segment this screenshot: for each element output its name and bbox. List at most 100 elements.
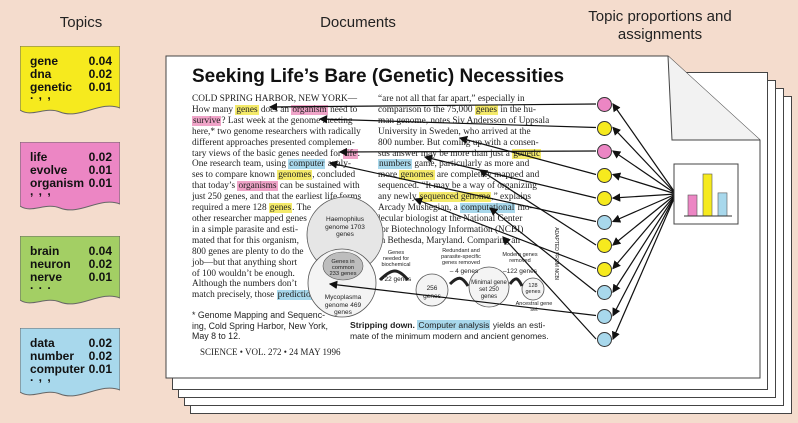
text-line: other researcher mapped genes <box>192 214 361 225</box>
highlighted-word: organism <box>291 104 328 115</box>
text-segment: in a simple parasite and esti- <box>192 224 299 235</box>
topic-word: dna <box>30 67 52 81</box>
text-segment: ,” explains <box>491 192 532 203</box>
word-assignment-arrow <box>318 115 597 129</box>
text-segment: Although the numbers don’t <box>192 279 297 290</box>
text-line: in a simple parasite and esti- <box>192 225 361 236</box>
ancestral-label: Ancestral gene set <box>515 301 553 313</box>
assignment-dot-yellow <box>597 238 612 253</box>
topic-word: evolve <box>30 163 68 177</box>
proportions-header-line1: Topic proportions and <box>588 8 732 25</box>
text-segment: in Bethesda, Maryland. Comparing an <box>378 235 521 246</box>
topic-prob: 0.01 <box>88 362 112 376</box>
text-line: ses to compare known genomes, concluded <box>192 170 361 181</box>
figure-caption: Stripping down. Computer analysis yields… <box>350 320 549 341</box>
document-title: Seeking Life’s Bare (Genetic) Necessitie… <box>192 66 565 87</box>
highlighted-word: sequenced genome <box>418 192 492 203</box>
text-segment: that today’s <box>192 181 238 192</box>
highlighted-word: genes <box>474 104 498 115</box>
plus22-label: +22 genes <box>380 276 412 283</box>
word-assignment-arrow <box>489 207 597 293</box>
genes-needed-label: Genes needed for biochemical <box>381 250 411 268</box>
word-assignment-arrow <box>328 160 597 223</box>
text-line: 800 genes are plenty to do the <box>192 247 361 258</box>
topic-prob: 0.01 <box>88 270 112 284</box>
haemophilus-label: Haemophilus genome 1703 genes <box>325 216 365 238</box>
proportion-arrow <box>612 193 677 270</box>
topic-word: organism <box>30 176 85 190</box>
topic-card-shape <box>20 142 120 211</box>
word-assignment-arrow <box>328 280 597 317</box>
text-segment: “are not all that far apart,” especially… <box>378 94 525 104</box>
text-segment: lecular biologist at the National Center <box>378 213 523 224</box>
assignment-dot-yellow <box>597 191 612 206</box>
highlighted-word: organisms <box>237 181 278 192</box>
mycoplasma-label: Mycoplasma genome 469 genes <box>324 294 362 316</box>
proportion-arrow <box>612 193 677 294</box>
footnote-line1: * Genome Mapping and Sequenc- <box>192 310 326 320</box>
caption-rest1: yields an esti- <box>490 320 546 330</box>
text-line: just 250 genes, and that the earliest li… <box>192 192 361 203</box>
text-line: any newly sequenced genome,” explains <box>378 192 549 203</box>
minimal-circle <box>468 266 510 308</box>
text-segment: of 100 wouldn’t be enough. <box>192 268 295 279</box>
redundant-label: Redundant and parasite-specific genes re… <box>441 248 481 266</box>
text-segment: for Biotechnology Information (NCBI) <box>378 224 524 235</box>
word-assignment-arrow <box>423 154 597 199</box>
text-line: here,* two genome researchers with radic… <box>192 127 361 138</box>
proportion-arrow <box>612 193 677 341</box>
topics-header: Topics <box>59 14 103 31</box>
text-line: in Bethesda, Maryland. Comparing an <box>378 236 549 247</box>
text-line: that today’s organisms can be sustained … <box>192 181 361 192</box>
highlighted-word: genes <box>235 104 259 115</box>
text-segment: in the hu- <box>498 104 536 115</box>
text-line: sequenced. “It may be a way of organizin… <box>378 181 549 192</box>
text-line: COLD SPRING HARBOR, NEW YORK— <box>192 94 361 105</box>
text-segment: job—but that anything short <box>192 257 298 268</box>
word-assignment-arrow <box>268 102 597 112</box>
text-segment: sequenced. “It may be a way of organizin… <box>378 181 537 192</box>
text-segment: comparison to the 75,000 <box>378 104 475 115</box>
footnote: * Genome Mapping and Sequenc- ing, Cold … <box>192 310 328 342</box>
proportion-arrow <box>612 103 677 195</box>
topic-prob: 0.01 <box>88 176 112 190</box>
text-segment: University in Sweden, who arrived at the <box>378 126 531 137</box>
text-line: for Biotechnology Information (NCBI) <box>378 225 549 236</box>
topic-prob: 0.04 <box>88 54 112 68</box>
text-line: man genome, notes Siv Andersson of Uppsa… <box>378 116 549 127</box>
proportion-arrow <box>612 193 677 317</box>
text-segment: 800 genes are plenty to do the <box>192 246 304 257</box>
caption-rest2: mate of the minimum modern and ancient g… <box>350 330 549 341</box>
topic-ellipsis: , , , <box>30 184 52 198</box>
text-segment: , concluded <box>312 170 356 181</box>
topic-card-shape <box>20 46 120 115</box>
highlighted-word: computational <box>460 203 516 214</box>
topic-prob: 0.02 <box>88 257 112 271</box>
highlighted-word: computer <box>288 159 326 170</box>
highlighted-word: numbers <box>378 159 413 170</box>
assignment-dot-yellow <box>597 261 612 277</box>
text-line: Arcady Mushegian, a computational mo- <box>378 203 549 214</box>
word-assignment-arrow <box>338 147 597 157</box>
assignment-dot-blue <box>597 332 612 347</box>
proportion-bar-blue <box>717 192 728 217</box>
highlighted-word: survive <box>192 115 222 126</box>
text-segment: here,* two genome researchers with radic… <box>192 126 361 137</box>
text-segment: COLD SPRING HARBOR, NEW YORK— <box>192 94 358 104</box>
text-segment: required a mere 128 <box>192 203 269 214</box>
text-line: lecular biologist at the National Center <box>378 214 549 225</box>
text-segment: just 250 genes, and that the earliest li… <box>192 192 362 203</box>
text-segment: 800 number. But coming up with a consen- <box>378 137 539 148</box>
assignment-dot-blue <box>597 285 612 300</box>
text-segment: different approaches presented complemen… <box>192 137 355 148</box>
minus122-label: –122 genes <box>503 268 537 275</box>
text-segment: can be sustained with <box>277 181 360 192</box>
text-segment: ? Last week at the genome meeting <box>221 115 353 126</box>
